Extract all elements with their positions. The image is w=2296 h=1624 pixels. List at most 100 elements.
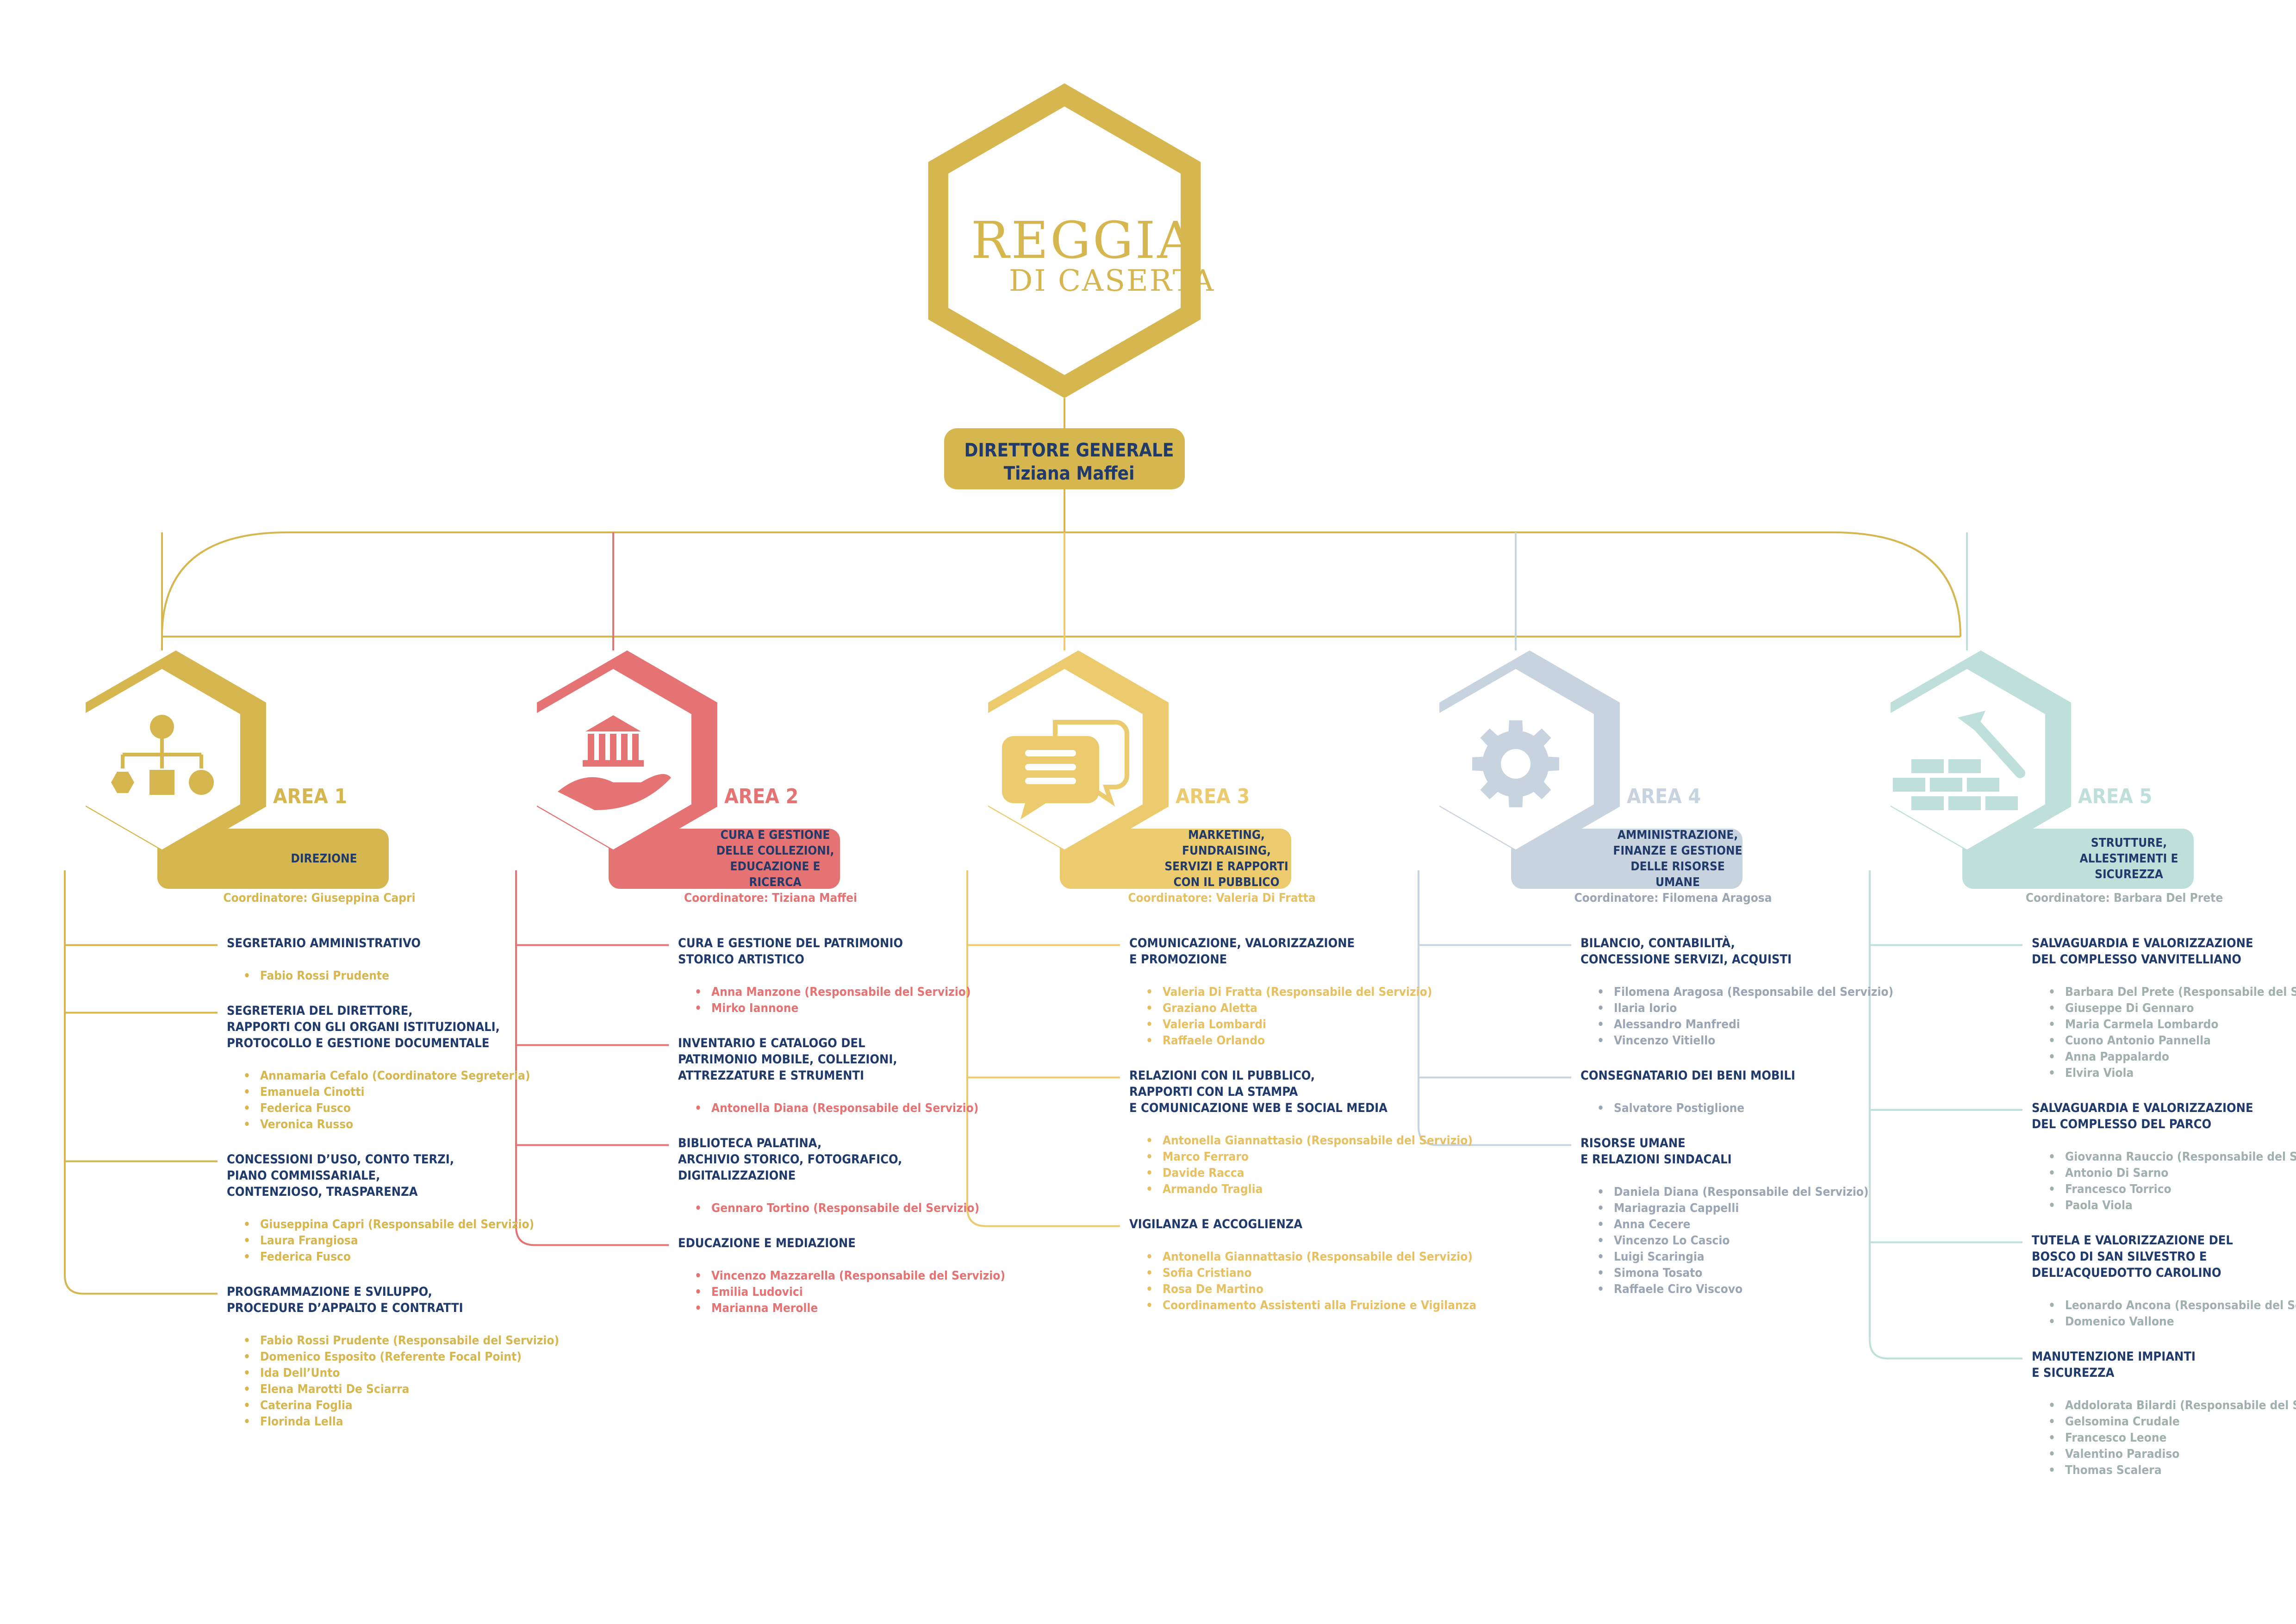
person-item: Federica Fusco: [243, 1100, 530, 1117]
hammer-bricks-icon: [1893, 711, 2025, 810]
person-item: Fabio Rossi Prudente (Responsabile del S…: [243, 1333, 559, 1349]
person-item: Raffaele Orlando: [1146, 1033, 1432, 1049]
person-item: Paola Viola: [2048, 1198, 2296, 1214]
person-item: Salvatore Postiglione: [1597, 1100, 1744, 1117]
person-item: Maria Carmela Lombardo: [2048, 1017, 2296, 1033]
person-item: Ida Dell’Unto: [243, 1365, 559, 1381]
brick: [1948, 759, 1981, 773]
service-title-line: CONSEGNATARIO DEI BENI MOBILI: [1580, 1068, 1796, 1083]
area-title-1: AREA 1: [273, 785, 348, 808]
people-list: Addolorata Bilardi (Responsabile del Ser…: [2048, 1398, 2296, 1479]
brick: [1985, 796, 2018, 810]
people-list: Daniela Diana (Responsabile del Servizio…: [1597, 1184, 1869, 1298]
service-title: SEGRETARIO AMMINISTRATIVO: [227, 935, 421, 951]
service-title-line: PROCEDURE D’APPALTO E CONTRATTI: [227, 1301, 463, 1315]
person-item: Alessandro Manfredi: [1597, 1017, 1893, 1033]
brick: [1930, 778, 1962, 792]
person-item: Raffaele Ciro Viscovo: [1597, 1281, 1869, 1298]
director-title: DIRETTORE GENERALE: [964, 440, 1174, 461]
people-list: Antonella Giannattasio (Responsabile del…: [1146, 1133, 1473, 1198]
person-item: Thomas Scalera: [2048, 1462, 2296, 1479]
service-title-line: E PROMOZIONE: [1129, 952, 1227, 967]
area-title-4: AREA 4: [1627, 785, 1701, 808]
open-hand: [558, 774, 671, 810]
person-item: Antonella Giannattasio (Responsabile del…: [1146, 1249, 1476, 1265]
person-item: Barbara Del Prete (Responsabile del Serv…: [2048, 984, 2296, 1000]
person-item: Vincenzo Mazzarella (Responsabile del Se…: [695, 1268, 1005, 1284]
person-item: Elvira Viola: [2048, 1065, 2296, 1081]
people-list: Anna Manzone (Responsabile del Servizio)…: [695, 984, 971, 1017]
museum-hand-icon: [558, 715, 671, 810]
museum-column: [610, 734, 616, 762]
service-title: CONCESSIONI D’USO, CONTO TERZI,PIANO COM…: [227, 1151, 454, 1200]
person-item: Rosa De Martino: [1146, 1281, 1476, 1298]
person-item: Valeria Lombardi: [1146, 1017, 1432, 1033]
service-title-line: E SICUREZZA: [2032, 1366, 2115, 1380]
person-item: Vincenzo Vitiello: [1597, 1033, 1893, 1049]
area-coordinator-5: Coordinatore: Barbara Del Prete: [2025, 891, 2223, 905]
person-item: Anna Pappalardo: [2048, 1049, 2296, 1065]
person-item: Simona Tosato: [1597, 1265, 1869, 1281]
person-item: Fabio Rossi Prudente: [243, 968, 389, 984]
person-item: Veronica Russo: [243, 1117, 530, 1133]
service-title-line: DEL COMPLESSO DEL PARCO: [2032, 1117, 2212, 1131]
org-node-square: [149, 770, 174, 795]
person-item: Antonella Giannattasio (Responsabile del…: [1146, 1133, 1473, 1149]
person-item: Francesco Leone: [2048, 1430, 2296, 1446]
person-item: Domenico Esposito (Referente Focal Point…: [243, 1349, 559, 1365]
service-title: COMUNICAZIONE, VALORIZZAZIONE E PROMOZION…: [1129, 935, 1355, 968]
service-title-line: RAPPORTI CON GLI ORGANI ISTITUZIONALI,: [227, 1020, 500, 1034]
area-label-box-3: [1060, 829, 1291, 889]
person-item: Leonardo Ancona (Responsabile del Serviz…: [2048, 1298, 2296, 1314]
person-item: Caterina Foglia: [243, 1398, 559, 1414]
gear-icon: [1472, 720, 1559, 807]
brick: [1893, 778, 1925, 792]
people-list: Filomena Aragosa (Responsabile del Servi…: [1597, 984, 1893, 1049]
service-title-line: DELL’ACQUEDOTTO CAROLINO: [2032, 1266, 2221, 1280]
area-tree-line-4: [1418, 870, 1571, 1146]
org-links: [121, 738, 203, 768]
service-title-line: E COMUNICAZIONE WEB E SOCIAL MEDIA: [1129, 1101, 1388, 1115]
museum-column: [632, 734, 639, 762]
area-tree-line-2: [515, 870, 669, 1246]
area-coordinator-2: Coordinatore: Tiziana Maffei: [684, 891, 858, 905]
service-title-line: PATRIMONIO MOBILE, COLLEZIONI,: [678, 1052, 897, 1067]
person-item: Emanuela Cinotti: [243, 1084, 530, 1100]
person-item: Valentino Paradiso: [2048, 1446, 2296, 1462]
person-item: Gennaro Tortino (Responsabile del Serviz…: [695, 1200, 979, 1217]
logo-line-2: DI CASERTA: [1009, 264, 1215, 298]
service-title: RELAZIONI CON IL PUBBLICO,RAPPORTI CON L…: [1129, 1068, 1388, 1116]
service-title-line: RISORSE UMANE: [1580, 1136, 1686, 1150]
people-list: Vincenzo Mazzarella (Responsabile del Se…: [695, 1268, 1005, 1317]
person-item: Valeria Di Fratta (Responsabile del Serv…: [1146, 984, 1432, 1000]
service-title-line: COMUNICAZIONE, VALORIZZAZIONE: [1129, 936, 1355, 950]
people-list: Gennaro Tortino (Responsabile del Serviz…: [695, 1200, 979, 1217]
person-item: Sofia Cristiano: [1146, 1265, 1476, 1281]
service-title-line: DIGITALIZZAZIONE: [678, 1168, 796, 1183]
area-label-box-1: [157, 829, 389, 889]
area-label-box-4: [1511, 829, 1742, 889]
person-item: Vincenzo Lo Cascio: [1597, 1233, 1869, 1249]
gear-hole: [1501, 749, 1531, 779]
area-coordinator-1: Coordinatore: Giuseppina Capri: [223, 891, 416, 905]
service-title-line: TUTELA E VALORIZZAZIONE DEL: [2032, 1233, 2233, 1248]
service-title-line: ARCHIVIO STORICO, FOTOGRAFICO,: [678, 1152, 902, 1167]
area-label-3: MARKETING, FUNDRAISING, SERVIZI E RAPPOR…: [1164, 828, 1288, 889]
service-title-line: SEGRETERIA DEL DIRETTORE,: [227, 1004, 413, 1018]
person-item: Annamaria Cefalo (Coordinatore Segreteri…: [243, 1068, 530, 1084]
area-tree-line-5: [1869, 870, 2022, 1360]
area-title-3: AREA 3: [1176, 785, 1250, 808]
person-item: Marco Ferraro: [1146, 1149, 1473, 1165]
service-title-line: CONCESSIONE SERVIZI, ACQUISTI: [1580, 952, 1792, 967]
brick: [1911, 796, 1944, 810]
top-rounded-bus: [161, 531, 1961, 637]
person-item: Addolorata Bilardi (Responsabile del Ser…: [2048, 1398, 2296, 1414]
area-tree-line-1: [64, 870, 218, 1295]
people-list: Annamaria Cefalo (Coordinatore Segreteri…: [243, 1068, 530, 1133]
people-list: Giuseppina Capri (Responsabile del Servi…: [243, 1217, 534, 1265]
person-item: Federica Fusco: [243, 1249, 534, 1265]
person-item: Daniela Diana (Responsabile del Servizio…: [1597, 1184, 1869, 1200]
